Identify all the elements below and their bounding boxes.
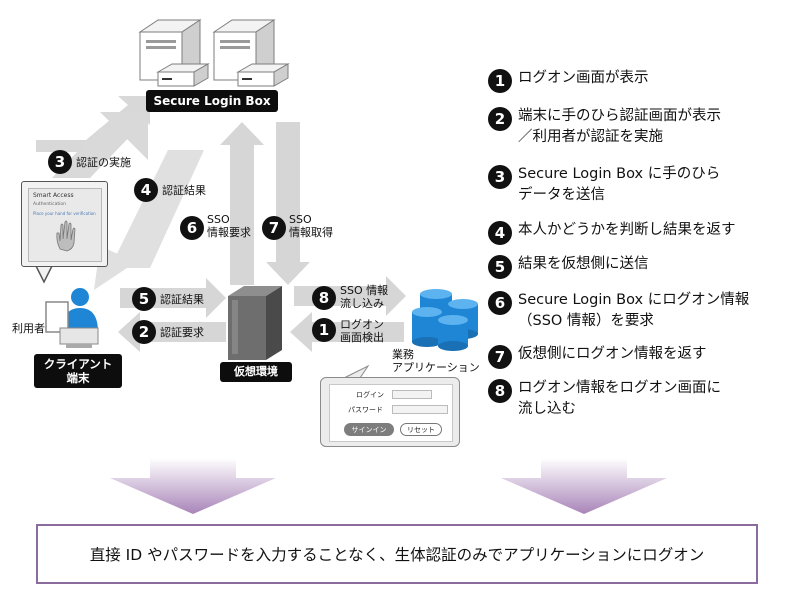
conclusion-text: 直接 ID やパスワードを入力することなく、生体認証のみでアプリケーションにログ…: [89, 546, 705, 564]
arrow-band-3: [52, 128, 138, 178]
password-label: パスワード: [348, 406, 383, 414]
step-text-6: Secure Login Box にログオン情報 （SSO 情報）を要求: [518, 292, 750, 329]
step-badge-6: 6: [488, 291, 512, 315]
step-item-5: 5 結果を仮想側に送信: [488, 254, 649, 279]
reset-button: リセット: [400, 423, 442, 436]
server-unit-left: [156, 63, 210, 87]
step-badge-8: 8: [488, 379, 512, 403]
arrow-band-3-head: [100, 112, 148, 160]
badge-step2: 2: [132, 320, 156, 344]
virtual-env-server: [228, 286, 282, 360]
database-icon: [412, 289, 478, 351]
badge-step6: 6: [180, 216, 204, 240]
login-id-label: ログイン: [356, 391, 384, 399]
screen-title: Smart Access: [33, 192, 74, 199]
step-item-6: 6 Secure Login Box にログオン情報 （SSO 情報）を要求: [488, 290, 749, 332]
badge-step1: 1: [312, 318, 336, 342]
password-field: [392, 405, 448, 414]
step-item-4: 4 本人かどうかを判断し結果を返す: [488, 220, 736, 245]
step-text-4: 本人かどうかを判断し結果を返す: [518, 222, 736, 238]
step-item-3: 3 Secure Login Box に手のひら データを送信: [488, 164, 720, 206]
badge-step8: 8: [312, 286, 336, 310]
label-step1: ログオン 画面検出: [340, 318, 384, 344]
palm-auth-screen: Smart Access Authentication Place your h…: [28, 188, 102, 262]
label-step8: SSO 情報 流し込み: [340, 284, 389, 310]
secure-login-box-label: Secure Login Box: [146, 90, 278, 112]
server-unit-right: [236, 63, 290, 87]
badge-step3: 3: [48, 150, 72, 174]
client-terminal-label: クライアント 端末: [34, 354, 122, 388]
step-item-2: 2 端末に手のひら認証画面が表示 ／利用者が認証を実施: [488, 106, 721, 148]
login-form: ログイン パスワード サインイン リセット: [329, 384, 453, 442]
label-step5: 認証結果: [160, 293, 204, 306]
login-screen-mockup: ログイン パスワード サインイン リセット: [320, 377, 460, 447]
step-text-3: Secure Login Box に手のひら データを送信: [518, 166, 721, 203]
palm-icon: [56, 220, 76, 252]
label-step2: 認証要求: [160, 326, 204, 339]
user-label: 利用者: [12, 322, 45, 335]
label-step6: SSO 情報要求: [207, 213, 251, 239]
business-app-label: 業務 アプリケーション: [392, 348, 480, 374]
badge-step4: 4: [134, 178, 158, 202]
screen-line1: Authentication: [33, 202, 67, 207]
palm-auth-screen-card: Smart Access Authentication Place your h…: [21, 181, 108, 267]
step-item-1: 1 ログオン画面が表示: [488, 68, 649, 93]
label-step4: 認証結果: [162, 184, 206, 197]
label-step3: 認証の実施: [76, 156, 131, 169]
step-item-8: 8 ログオン情報をログオン画面に 流し込む: [488, 378, 721, 420]
terminal-icon: [45, 301, 99, 348]
arrow-band-4: [110, 150, 204, 268]
down-arrow-right: [501, 458, 667, 514]
signin-button: サインイン: [344, 423, 394, 436]
badge-step7: 7: [262, 216, 286, 240]
step-text-1: ログオン画面が表示: [518, 70, 649, 86]
label-step7: SSO 情報取得: [289, 213, 333, 239]
down-arrow-left: [110, 458, 276, 514]
login-id-field: [392, 390, 432, 399]
screen-line2: Place your hand for verification: [33, 211, 96, 216]
virtual-env-label: 仮想環境: [220, 362, 292, 382]
step-text-2: 端末に手のひら認証画面が表示 ／利用者が認証を実施: [518, 108, 721, 145]
step-badge-7: 7: [488, 345, 512, 369]
step-badge-2: 2: [488, 107, 512, 131]
badge-step5: 5: [132, 287, 156, 311]
step-badge-4: 4: [488, 221, 512, 245]
step-badge-5: 5: [488, 255, 512, 279]
conclusion-banner: 直接 ID やパスワードを入力することなく、生体認証のみでアプリケーションにログ…: [36, 524, 758, 584]
step-text-7: 仮想側にログオン情報を返す: [518, 346, 707, 362]
step-text-8: ログオン情報をログオン画面に 流し込む: [518, 380, 721, 417]
arrow-step7: [266, 122, 310, 285]
step-text-5: 結果を仮想側に送信: [518, 256, 649, 272]
step-item-7: 7 仮想側にログオン情報を返す: [488, 344, 707, 369]
screen-bubble-tail: [34, 265, 54, 284]
user-icon: [62, 288, 98, 332]
arrow-step6: [220, 122, 264, 285]
step-badge-1: 1: [488, 69, 512, 93]
step-badge-3: 3: [488, 165, 512, 189]
